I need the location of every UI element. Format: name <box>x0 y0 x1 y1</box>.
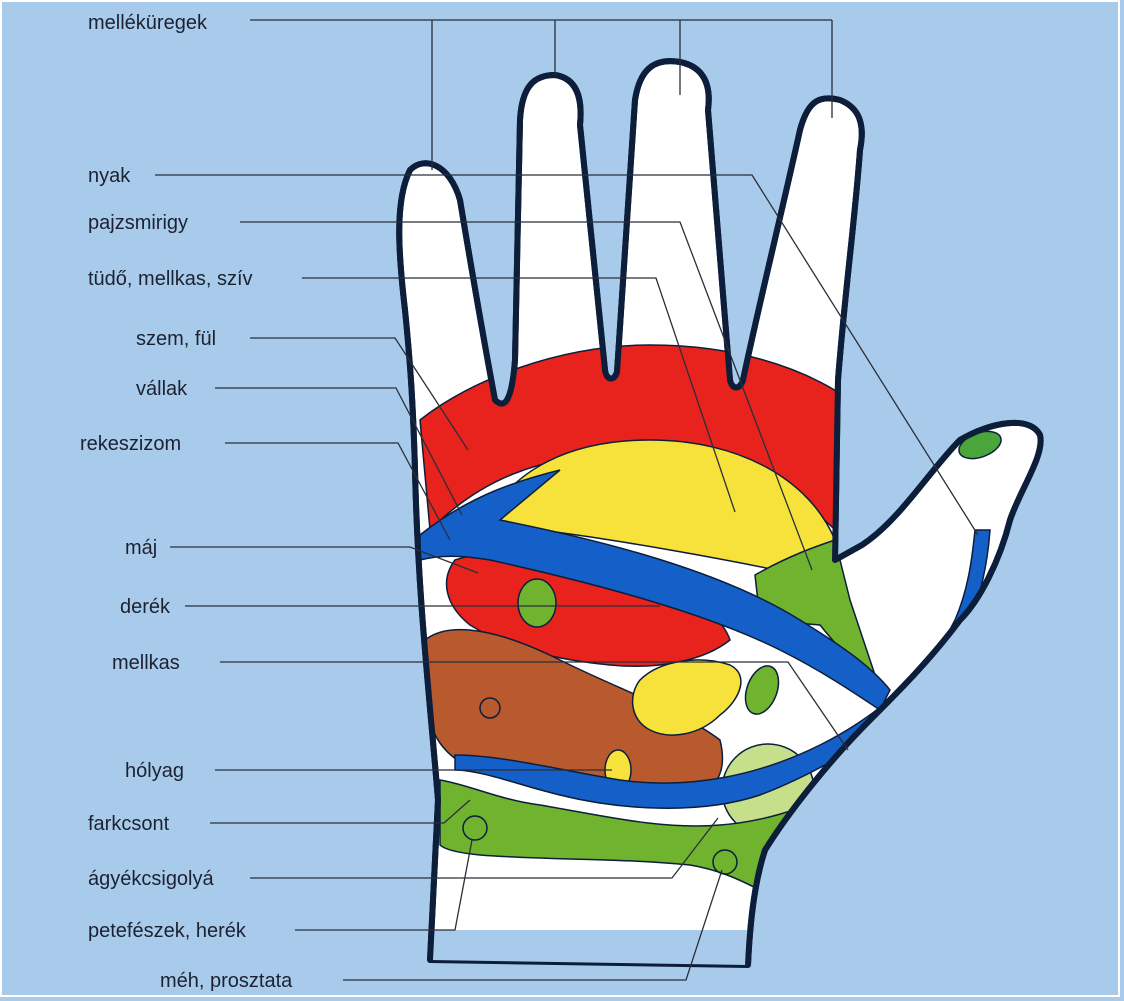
label-szem: szem, fül <box>136 328 216 350</box>
leader-tudo <box>302 277 736 513</box>
hand-outline-top <box>396 58 1044 966</box>
leader-agyek <box>250 817 719 879</box>
zone-green-small <box>744 665 780 715</box>
zone-tudo-yellow <box>483 439 836 576</box>
label-agyek: ágyékcsigolyá <box>88 868 215 890</box>
leader-vallak <box>215 387 463 516</box>
label-derek: derék <box>120 596 171 618</box>
zone-brown-circle <box>479 697 501 719</box>
label-petefeszek: petefészek, herék <box>88 920 247 942</box>
label-vallak: vállak <box>136 378 188 400</box>
label-meh: méh, prosztata <box>160 970 293 992</box>
leader-nyak <box>155 174 979 536</box>
label-nyak: nyak <box>88 165 131 187</box>
leader-mellekuregek <box>250 19 833 170</box>
leader-farkcsont <box>210 799 471 824</box>
label-mellkas: mellkas <box>112 652 180 674</box>
zone-derek-oval <box>517 578 557 628</box>
label-rekeszizom: rekeszizom <box>80 433 181 455</box>
label-holyag: hólyag <box>125 760 184 782</box>
zone-rekeszizom-blue <box>419 469 891 712</box>
zone-mellkas-yellow <box>631 659 742 736</box>
leader-rekeszizom <box>225 442 451 541</box>
label-farkcsont: farkcsont <box>88 813 170 835</box>
zone-green-circle-left <box>462 815 488 841</box>
leader-petefeszek <box>295 839 473 931</box>
label-tudo: tüdő, mellkas, szív <box>88 268 253 290</box>
label-maj: máj <box>125 537 157 559</box>
leader-mellkas <box>220 661 849 751</box>
leader-szem <box>250 337 469 451</box>
zone-green-circle-right <box>712 849 738 875</box>
label-mellekuregek: melléküregek <box>88 12 208 34</box>
label-pajzsmirigy: pajzsmirigy <box>88 212 188 234</box>
leader-meh <box>343 869 723 981</box>
leader-maj <box>170 546 479 574</box>
leader-pajzsmirigy <box>240 221 813 571</box>
leader-lines <box>155 19 979 981</box>
